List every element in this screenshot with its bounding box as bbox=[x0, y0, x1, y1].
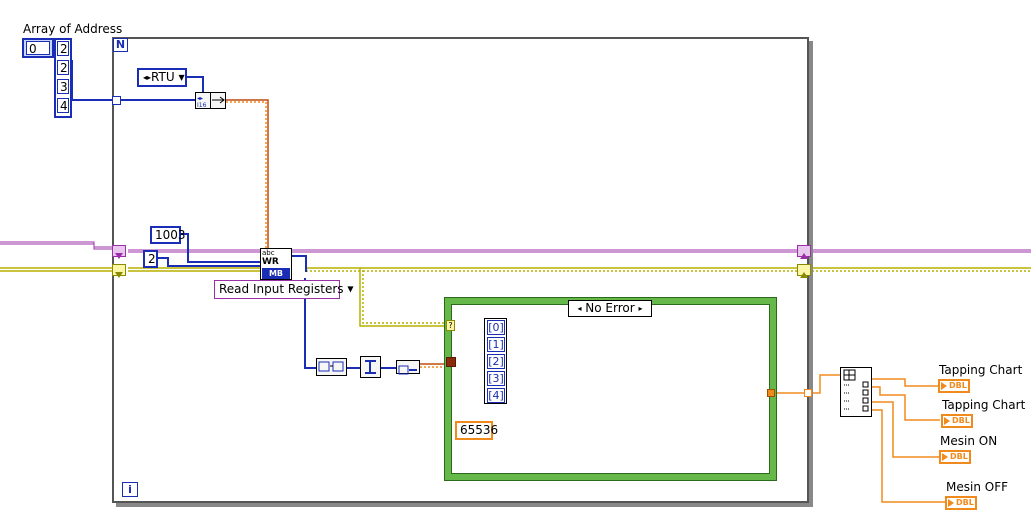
array-tunnel[interactable] bbox=[112, 96, 121, 105]
array-input-tunnel[interactable] bbox=[446, 357, 456, 367]
case-output-tunnel[interactable] bbox=[767, 389, 775, 397]
up-arrow-icon bbox=[800, 272, 808, 278]
shift-register-right-refnum[interactable] bbox=[797, 245, 811, 259]
case-prev-icon[interactable]: ◂ bbox=[577, 304, 582, 313]
function-ring-value: Read Input Registers bbox=[219, 282, 344, 296]
join-icon bbox=[365, 360, 376, 374]
modbus-read-node[interactable]: abc WR MB bbox=[260, 248, 292, 280]
dropdown-arrow-icon: ▼ bbox=[347, 284, 354, 294]
array-element[interactable]: 3 bbox=[57, 79, 69, 94]
case-selector-tunnel[interactable]: ? bbox=[446, 320, 455, 331]
down-arrow-icon bbox=[115, 272, 123, 278]
error-wire[interactable] bbox=[0, 267, 1031, 327]
loop-output-tunnel[interactable] bbox=[804, 389, 812, 397]
modbus-node-bottom: MB bbox=[262, 268, 290, 279]
indicator-mesin-on[interactable]: DBL bbox=[939, 450, 971, 464]
indicator-label: Mesin OFF bbox=[946, 480, 1008, 494]
loop-count-terminal[interactable]: N bbox=[113, 38, 128, 52]
refnum-wire[interactable] bbox=[0, 241, 1031, 253]
index-array-label: [2] bbox=[487, 354, 505, 369]
mode-enum[interactable]: ◂▸RTU ▼ bbox=[137, 68, 187, 87]
address-constant[interactable]: 1003 bbox=[150, 226, 186, 244]
indicator-tapping-chart-2[interactable]: DBL bbox=[941, 414, 973, 428]
modbus-node-top: abc bbox=[262, 249, 275, 257]
svg-text:◂▸: ◂▸ bbox=[197, 95, 203, 102]
enum-arrows-icon: ◂▸ bbox=[143, 73, 152, 82]
function-ring[interactable]: Read Input Registers ▼ bbox=[214, 280, 354, 299]
array-element[interactable]: 2 bbox=[57, 41, 69, 56]
output-index-array-node[interactable] bbox=[840, 367, 872, 417]
array-label: Array of Address bbox=[23, 22, 123, 36]
case-selector-value: No Error bbox=[585, 301, 635, 315]
array-control[interactable]: 0 2 2 3 4 bbox=[22, 38, 74, 118]
dropdown-arrow-icon: ▼ bbox=[178, 73, 185, 82]
indicator-label: Tapping Chart bbox=[942, 398, 1026, 412]
loop-iteration-terminal[interactable]: i bbox=[122, 482, 138, 497]
case-next-icon[interactable]: ▸ bbox=[638, 304, 643, 313]
convert-icon: ◂▸I16 bbox=[197, 95, 207, 109]
shift-register-left-refnum[interactable] bbox=[112, 245, 126, 259]
type-cast-icon bbox=[318, 361, 344, 372]
join-numbers-node[interactable] bbox=[360, 356, 381, 378]
index-array-label: [3] bbox=[487, 371, 505, 386]
enum-convert-node[interactable]: ◂▸I16 bbox=[195, 92, 211, 109]
array-element[interactable]: 4 bbox=[57, 98, 69, 113]
build-array-icon bbox=[212, 96, 225, 104]
array-convert-icon bbox=[398, 365, 417, 375]
index-array-label: [4] bbox=[487, 388, 505, 403]
array-index[interactable]: 0 bbox=[26, 41, 50, 56]
shift-register-left-error[interactable] bbox=[112, 264, 126, 278]
index-array-node[interactable]: [0] [1] [2] [3] [4] bbox=[484, 318, 507, 404]
mode-enum-value: RTU bbox=[151, 70, 175, 84]
to-u16-array-node[interactable] bbox=[396, 360, 420, 375]
count-constant[interactable]: 2 bbox=[143, 250, 158, 268]
divisor-constant[interactable]: 65536 bbox=[455, 421, 498, 440]
up-arrow-icon bbox=[800, 253, 808, 259]
index-array-label: [1] bbox=[487, 337, 505, 352]
shift-register-right-error[interactable] bbox=[797, 264, 811, 278]
array-element[interactable]: 2 bbox=[57, 60, 69, 75]
down-arrow-icon bbox=[115, 253, 123, 259]
indicator-label: Mesin ON bbox=[940, 434, 998, 448]
build-array-node[interactable] bbox=[210, 92, 226, 109]
svg-text:I16: I16 bbox=[197, 102, 207, 108]
modbus-node-middle: WR bbox=[262, 257, 279, 267]
indicator-tapping-chart-1[interactable]: DBL bbox=[938, 379, 970, 393]
index-array-icon bbox=[843, 369, 869, 412]
case-selector[interactable]: ◂ No Error ▸ bbox=[568, 300, 652, 317]
index-array-label: [0] bbox=[487, 320, 505, 335]
indicator-mesin-off[interactable]: DBL bbox=[945, 496, 977, 510]
indicator-label: Tapping Chart bbox=[939, 363, 1023, 377]
type-cast-node[interactable] bbox=[316, 358, 347, 376]
